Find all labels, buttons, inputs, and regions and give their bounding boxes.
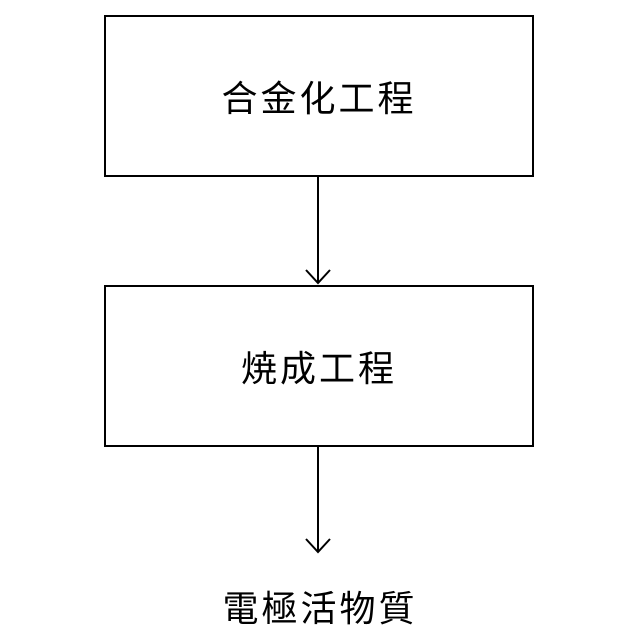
process-step-label: 焼成工程 [241, 340, 397, 392]
result-product-label: 電極活物質 [0, 580, 640, 632]
process-step-firing: 焼成工程 [104, 285, 534, 447]
arrow-step1-to-step2 [306, 177, 330, 283]
arrow-step2-to-result [306, 447, 330, 552]
